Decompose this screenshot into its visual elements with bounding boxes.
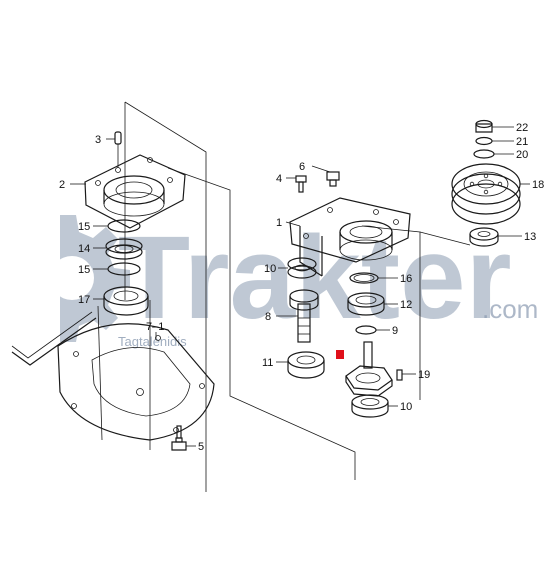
part-8-pinion-shaft bbox=[289, 289, 319, 343]
part-2-cover bbox=[84, 154, 186, 229]
label-19: 19 bbox=[418, 369, 430, 381]
assembly-frame-left bbox=[97, 101, 207, 492]
label-6: 6 bbox=[299, 161, 305, 173]
part-12-bearing bbox=[347, 292, 385, 316]
label-17: 17 bbox=[78, 294, 90, 306]
label-8: 8 bbox=[265, 311, 271, 323]
part-6-plug bbox=[326, 171, 340, 187]
highlighted-part-marker[interactable] bbox=[336, 350, 344, 359]
watermark-subtitle: Tagtalenidis bbox=[118, 334, 187, 349]
part-19-pin bbox=[396, 369, 403, 381]
part-21-lock-washer bbox=[475, 136, 493, 146]
part-10b-bearing bbox=[351, 394, 389, 418]
part-1-housing bbox=[289, 197, 411, 277]
label-10b: 10 bbox=[400, 401, 412, 413]
label-3: 3 bbox=[95, 134, 101, 146]
label-4: 4 bbox=[276, 173, 282, 185]
watermark-gear-icon bbox=[50, 215, 130, 342]
label-7-1: 7–1 bbox=[146, 321, 164, 333]
part-14-bearing bbox=[105, 238, 143, 260]
label-16: 16 bbox=[400, 273, 412, 285]
label-21: 21 bbox=[516, 136, 528, 148]
label-13: 13 bbox=[524, 231, 536, 243]
part-20-washer bbox=[473, 149, 495, 159]
part-22-nut bbox=[475, 119, 493, 133]
label-2: 2 bbox=[59, 179, 65, 191]
label-12: 12 bbox=[400, 299, 412, 311]
part-3-pin bbox=[114, 131, 122, 168]
part-5-bolt bbox=[171, 425, 187, 451]
label-22: 22 bbox=[516, 122, 528, 134]
assembly-frame-right bbox=[167, 167, 471, 480]
leader-lines bbox=[70, 126, 530, 447]
label-11: 11 bbox=[262, 357, 273, 369]
part-output-gear bbox=[345, 341, 393, 397]
label-15b: 15 bbox=[78, 264, 90, 276]
label-18: 18 bbox=[532, 179, 544, 191]
watermark-domain: .com bbox=[482, 294, 538, 324]
part-17-bearing bbox=[103, 286, 149, 316]
part-4-bolt bbox=[295, 175, 307, 193]
label-10a: 10 bbox=[264, 263, 276, 275]
label-20: 20 bbox=[516, 149, 528, 161]
part-13-spacer bbox=[469, 227, 499, 247]
hex-key-tool bbox=[11, 311, 97, 366]
part-11-bearing bbox=[287, 351, 325, 379]
label-14: 14 bbox=[78, 243, 90, 255]
label-5: 5 bbox=[198, 441, 204, 453]
part-10a-seal bbox=[287, 257, 317, 279]
watermark-brand: Trakter bbox=[118, 212, 512, 344]
part-labels: 3 2 4 6 1 15 14 15 17 7–1 10 8 11 16 12 … bbox=[59, 122, 544, 453]
part-7-1-gasket bbox=[57, 323, 215, 441]
label-9: 9 bbox=[392, 325, 398, 337]
label-15a: 15 bbox=[78, 221, 90, 233]
label-1: 1 bbox=[276, 217, 282, 229]
